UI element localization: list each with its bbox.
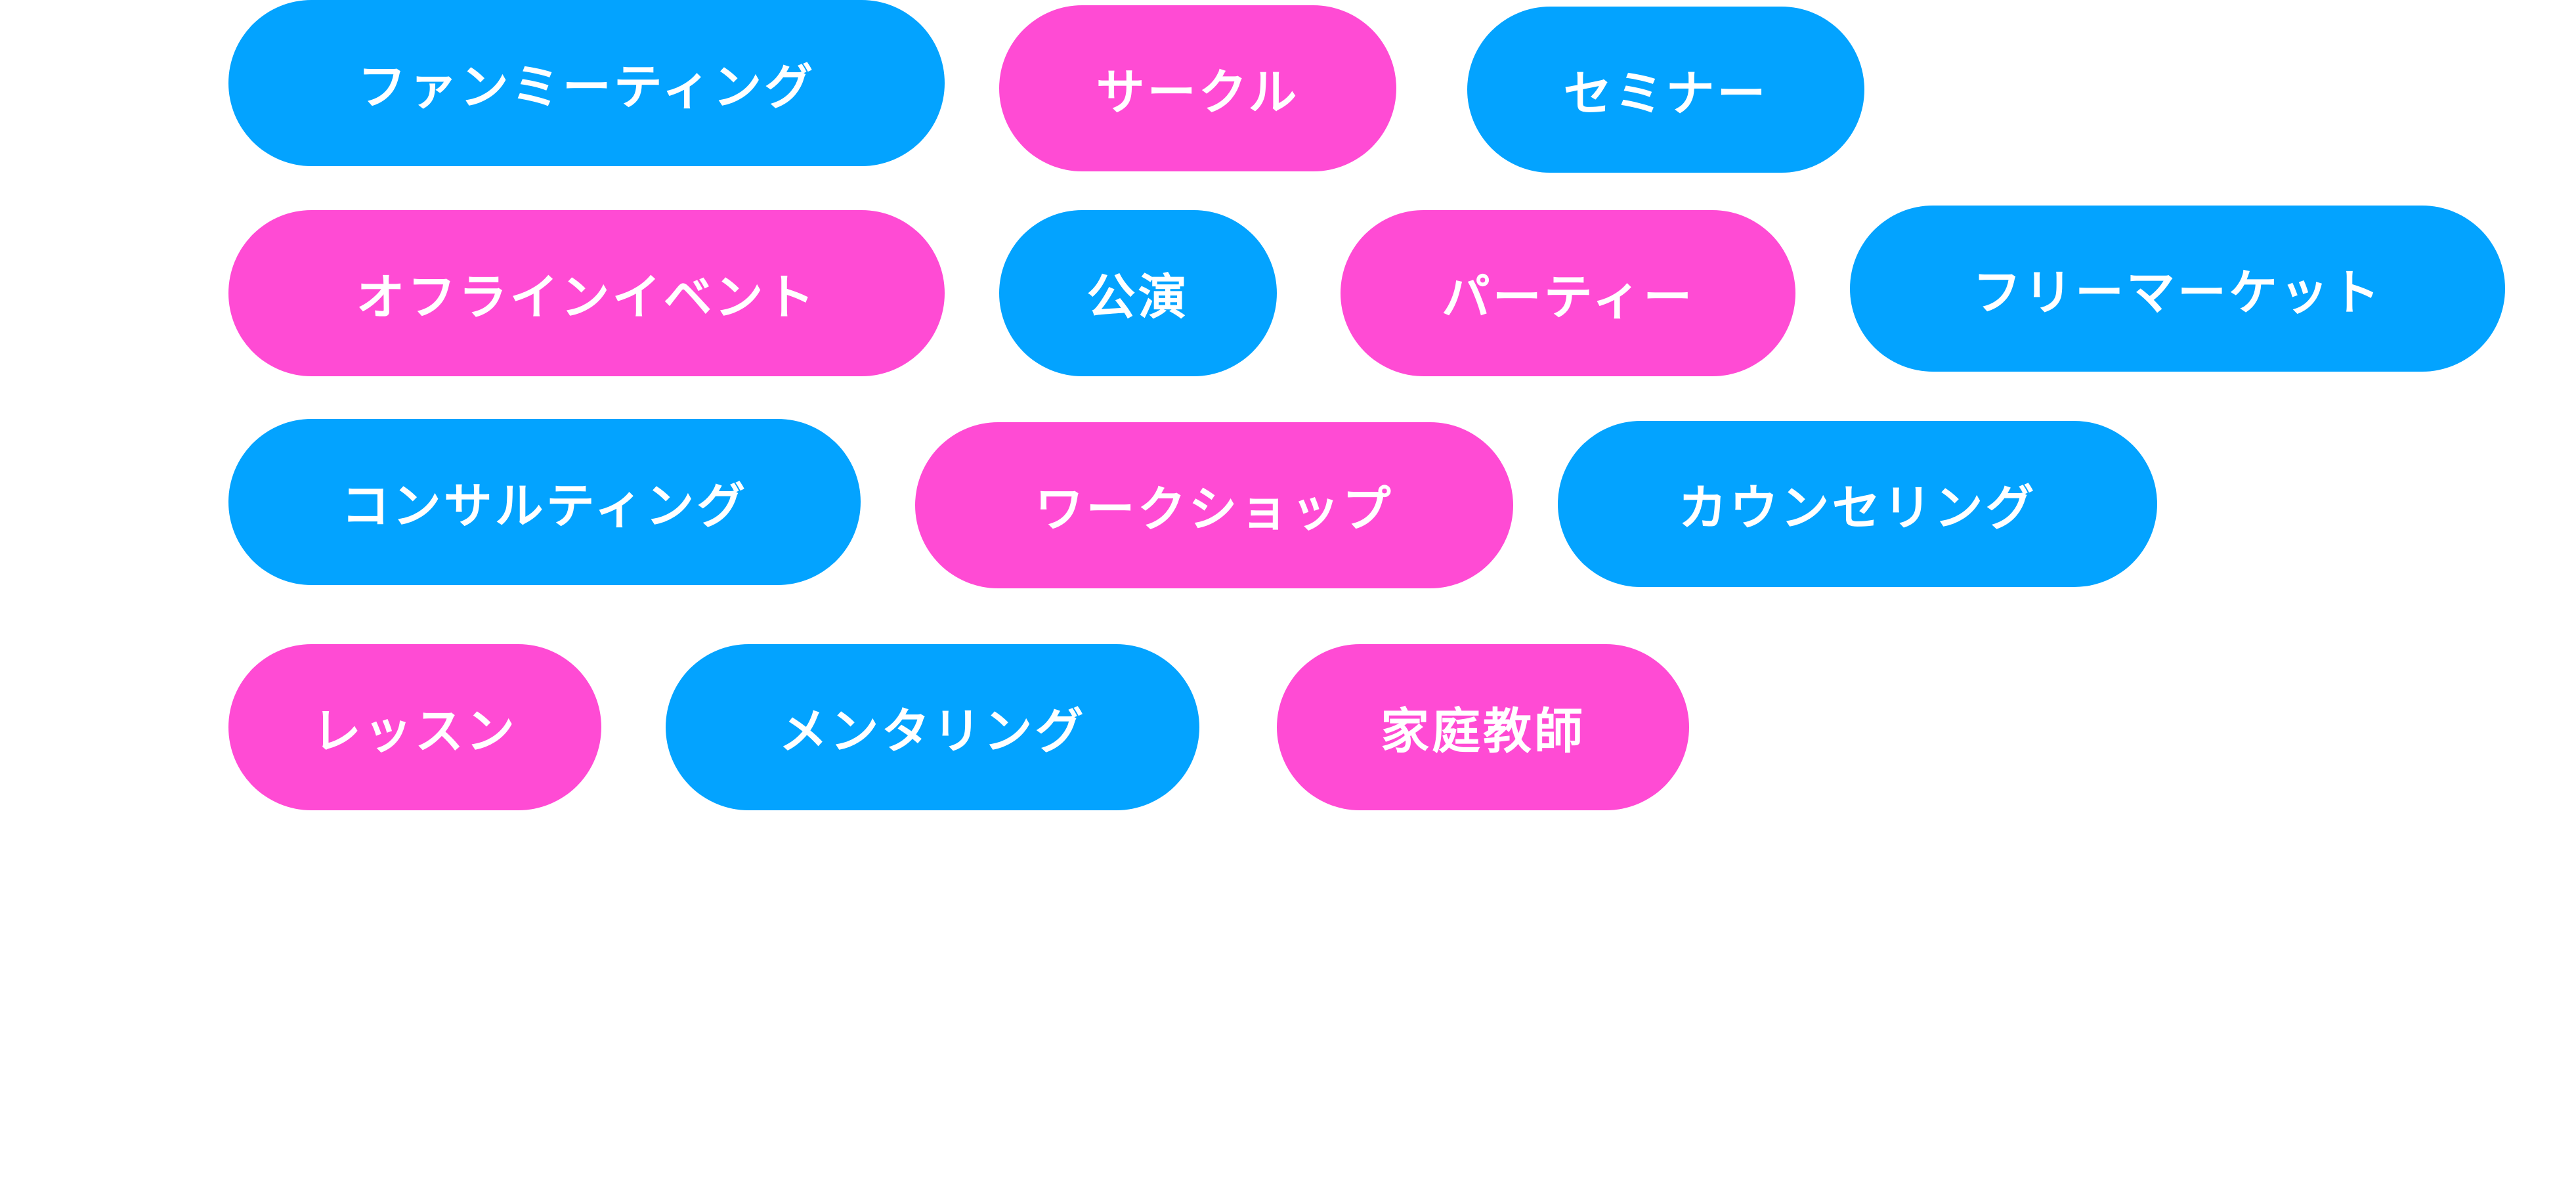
- tag-label: ファンミーティング: [357, 59, 816, 116]
- tag-label: コンサルティング: [341, 478, 748, 534]
- tag-consulting[interactable]: コンサルティング: [228, 419, 861, 585]
- tag-offline-event[interactable]: オフラインイベント: [228, 210, 945, 376]
- tag-lesson[interactable]: レッスン: [228, 644, 601, 810]
- tag-workshop[interactable]: ワークショップ: [915, 422, 1513, 588]
- tag-label: レッスン: [312, 703, 517, 760]
- tag-label: 家庭教師: [1381, 703, 1585, 760]
- tag-private-tutor[interactable]: 家庭教師: [1277, 644, 1689, 810]
- tag-label: メンタリング: [779, 703, 1086, 760]
- tag-label: セミナー: [1563, 66, 1769, 122]
- tag-performance[interactable]: 公演: [999, 210, 1277, 376]
- tag-label: カウンセリング: [1678, 480, 2037, 536]
- tag-counseling[interactable]: カウンセリング: [1558, 421, 2157, 587]
- tag-label: ワークショップ: [1035, 481, 1394, 538]
- tag-fan-meeting[interactable]: ファンミーティング: [228, 0, 945, 166]
- tag-label: オフラインイベント: [356, 269, 817, 326]
- tag-circle[interactable]: サークル: [999, 5, 1396, 171]
- tag-mentoring[interactable]: メンタリング: [666, 644, 1199, 810]
- tag-label: 公演: [1086, 269, 1190, 326]
- tag-label: サークル: [1096, 64, 1300, 121]
- tag-label: パーティー: [1441, 269, 1695, 326]
- tag-label: フリーマーケット: [1973, 265, 2382, 321]
- tag-party[interactable]: パーティー: [1341, 210, 1795, 376]
- tag-seminar[interactable]: セミナー: [1467, 7, 1864, 173]
- tag-flea-market[interactable]: フリーマーケット: [1850, 206, 2505, 372]
